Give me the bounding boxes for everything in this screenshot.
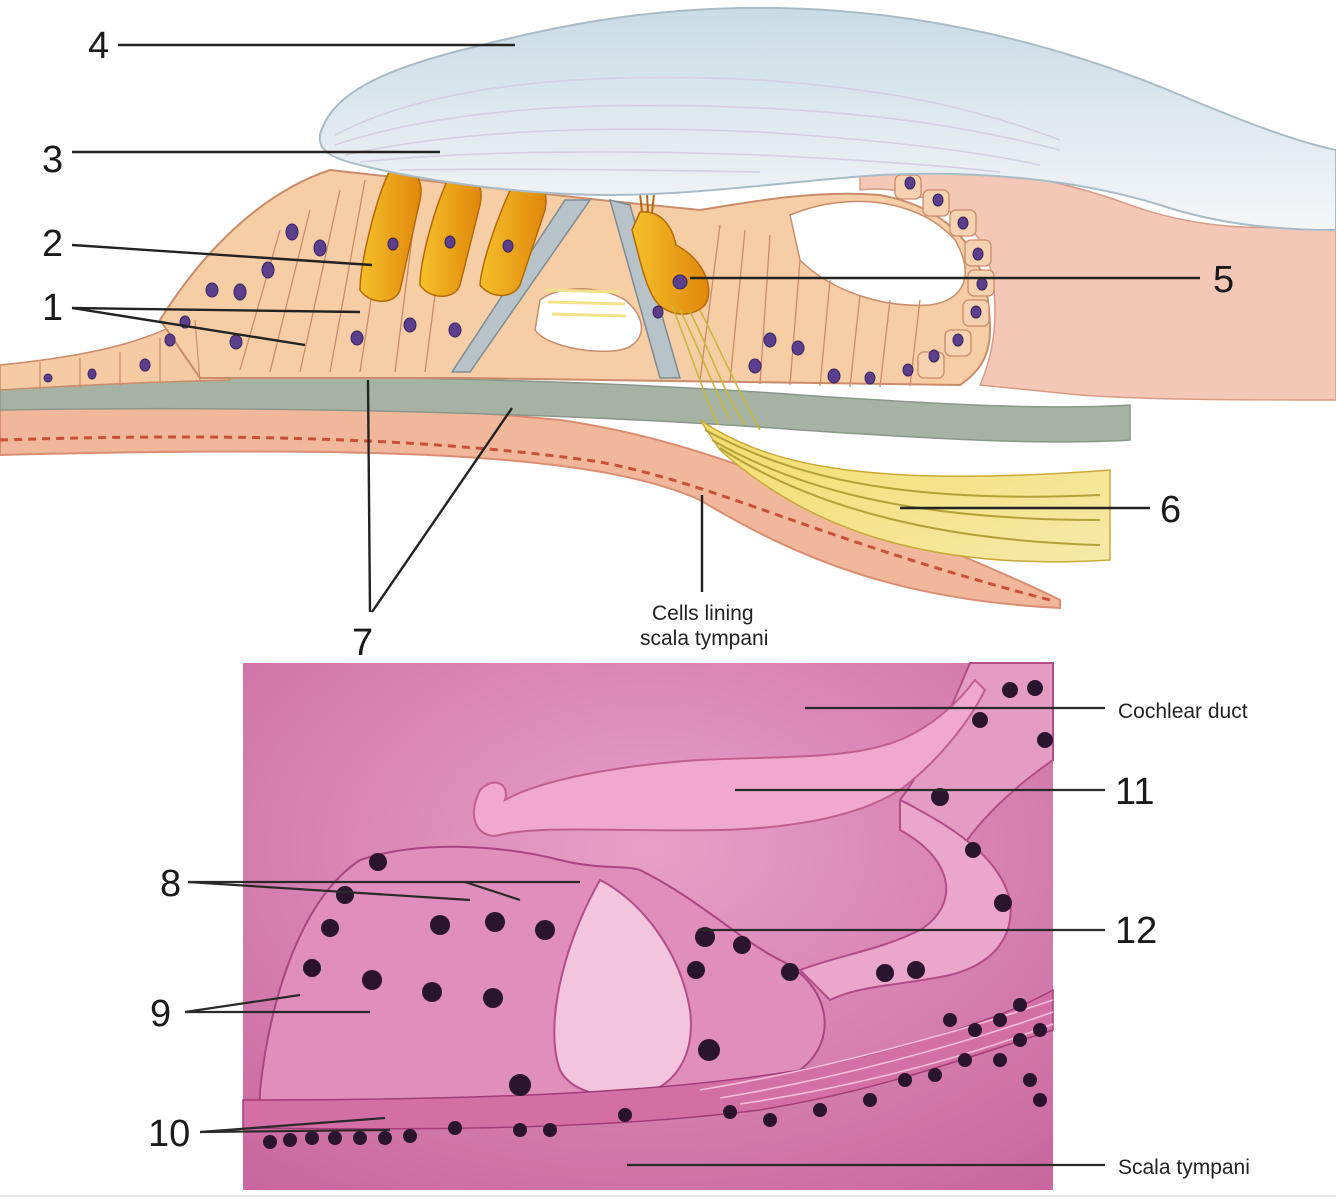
leader-1b: [71, 306, 306, 347]
caption-cells-lining-1: Cells lining: [652, 602, 754, 625]
caption-cells-lining-2: scala tympani: [640, 627, 768, 650]
label-8: 8: [160, 863, 181, 905]
afferent-fibers: [671, 305, 761, 431]
label-9: 9: [150, 993, 171, 1035]
label-4: 4: [88, 25, 109, 67]
leader-7b: [371, 407, 513, 613]
label-1: 1: [42, 287, 63, 329]
leader-lines-bottom: [184, 706, 1105, 1167]
basilar-membrane: [0, 375, 1131, 443]
leader-9b: [184, 993, 301, 1014]
leader-lines-top: [71, 43, 1200, 613]
tectorial-fibers: [334, 76, 1061, 173]
label-10: 10: [148, 1113, 190, 1155]
illustration-organ-of-corti: [0, 6, 1336, 610]
micro-nuclei: [263, 680, 1053, 1149]
outer-space: [789, 200, 966, 307]
leader-1a: [71, 306, 361, 314]
leader-2: [71, 243, 373, 267]
pillar-cell-left: [450, 199, 592, 373]
histology-micrograph: [242, 662, 1054, 1190]
caption-scala-tympani: Scala tympani: [1118, 1156, 1250, 1179]
label-5: 5: [1213, 259, 1234, 301]
leader-8c: [464, 880, 521, 902]
tunnel-fibers: [544, 288, 627, 318]
organ-of-corti-body: [158, 168, 992, 387]
label-6: 6: [1160, 489, 1181, 531]
leader-10a: [199, 1116, 386, 1134]
label-2: 2: [42, 223, 63, 265]
leader-8b: [187, 880, 471, 902]
leader-10b: [199, 1128, 391, 1134]
label-12: 12: [1115, 910, 1157, 952]
flat-epithelial-cells: [39, 319, 201, 390]
label-3: 3: [42, 139, 63, 181]
scala-tympani-lining: [0, 435, 1051, 602]
micro-outer-cells-loop: [798, 798, 1012, 1002]
pillar-cell-right: [608, 198, 681, 379]
outer-hair-cells: [359, 168, 547, 302]
micro-tectorial-membrane: [473, 678, 987, 837]
tectorial-membrane: [318, 6, 1336, 232]
leader-7a: [366, 379, 372, 613]
outer-epithelium: [0, 298, 231, 391]
label-7: 7: [352, 622, 373, 664]
caption-cochlear-duct: Cochlear duct: [1118, 700, 1248, 723]
inner-hair-cell: [631, 211, 710, 315]
label-11: 11: [1115, 771, 1154, 813]
